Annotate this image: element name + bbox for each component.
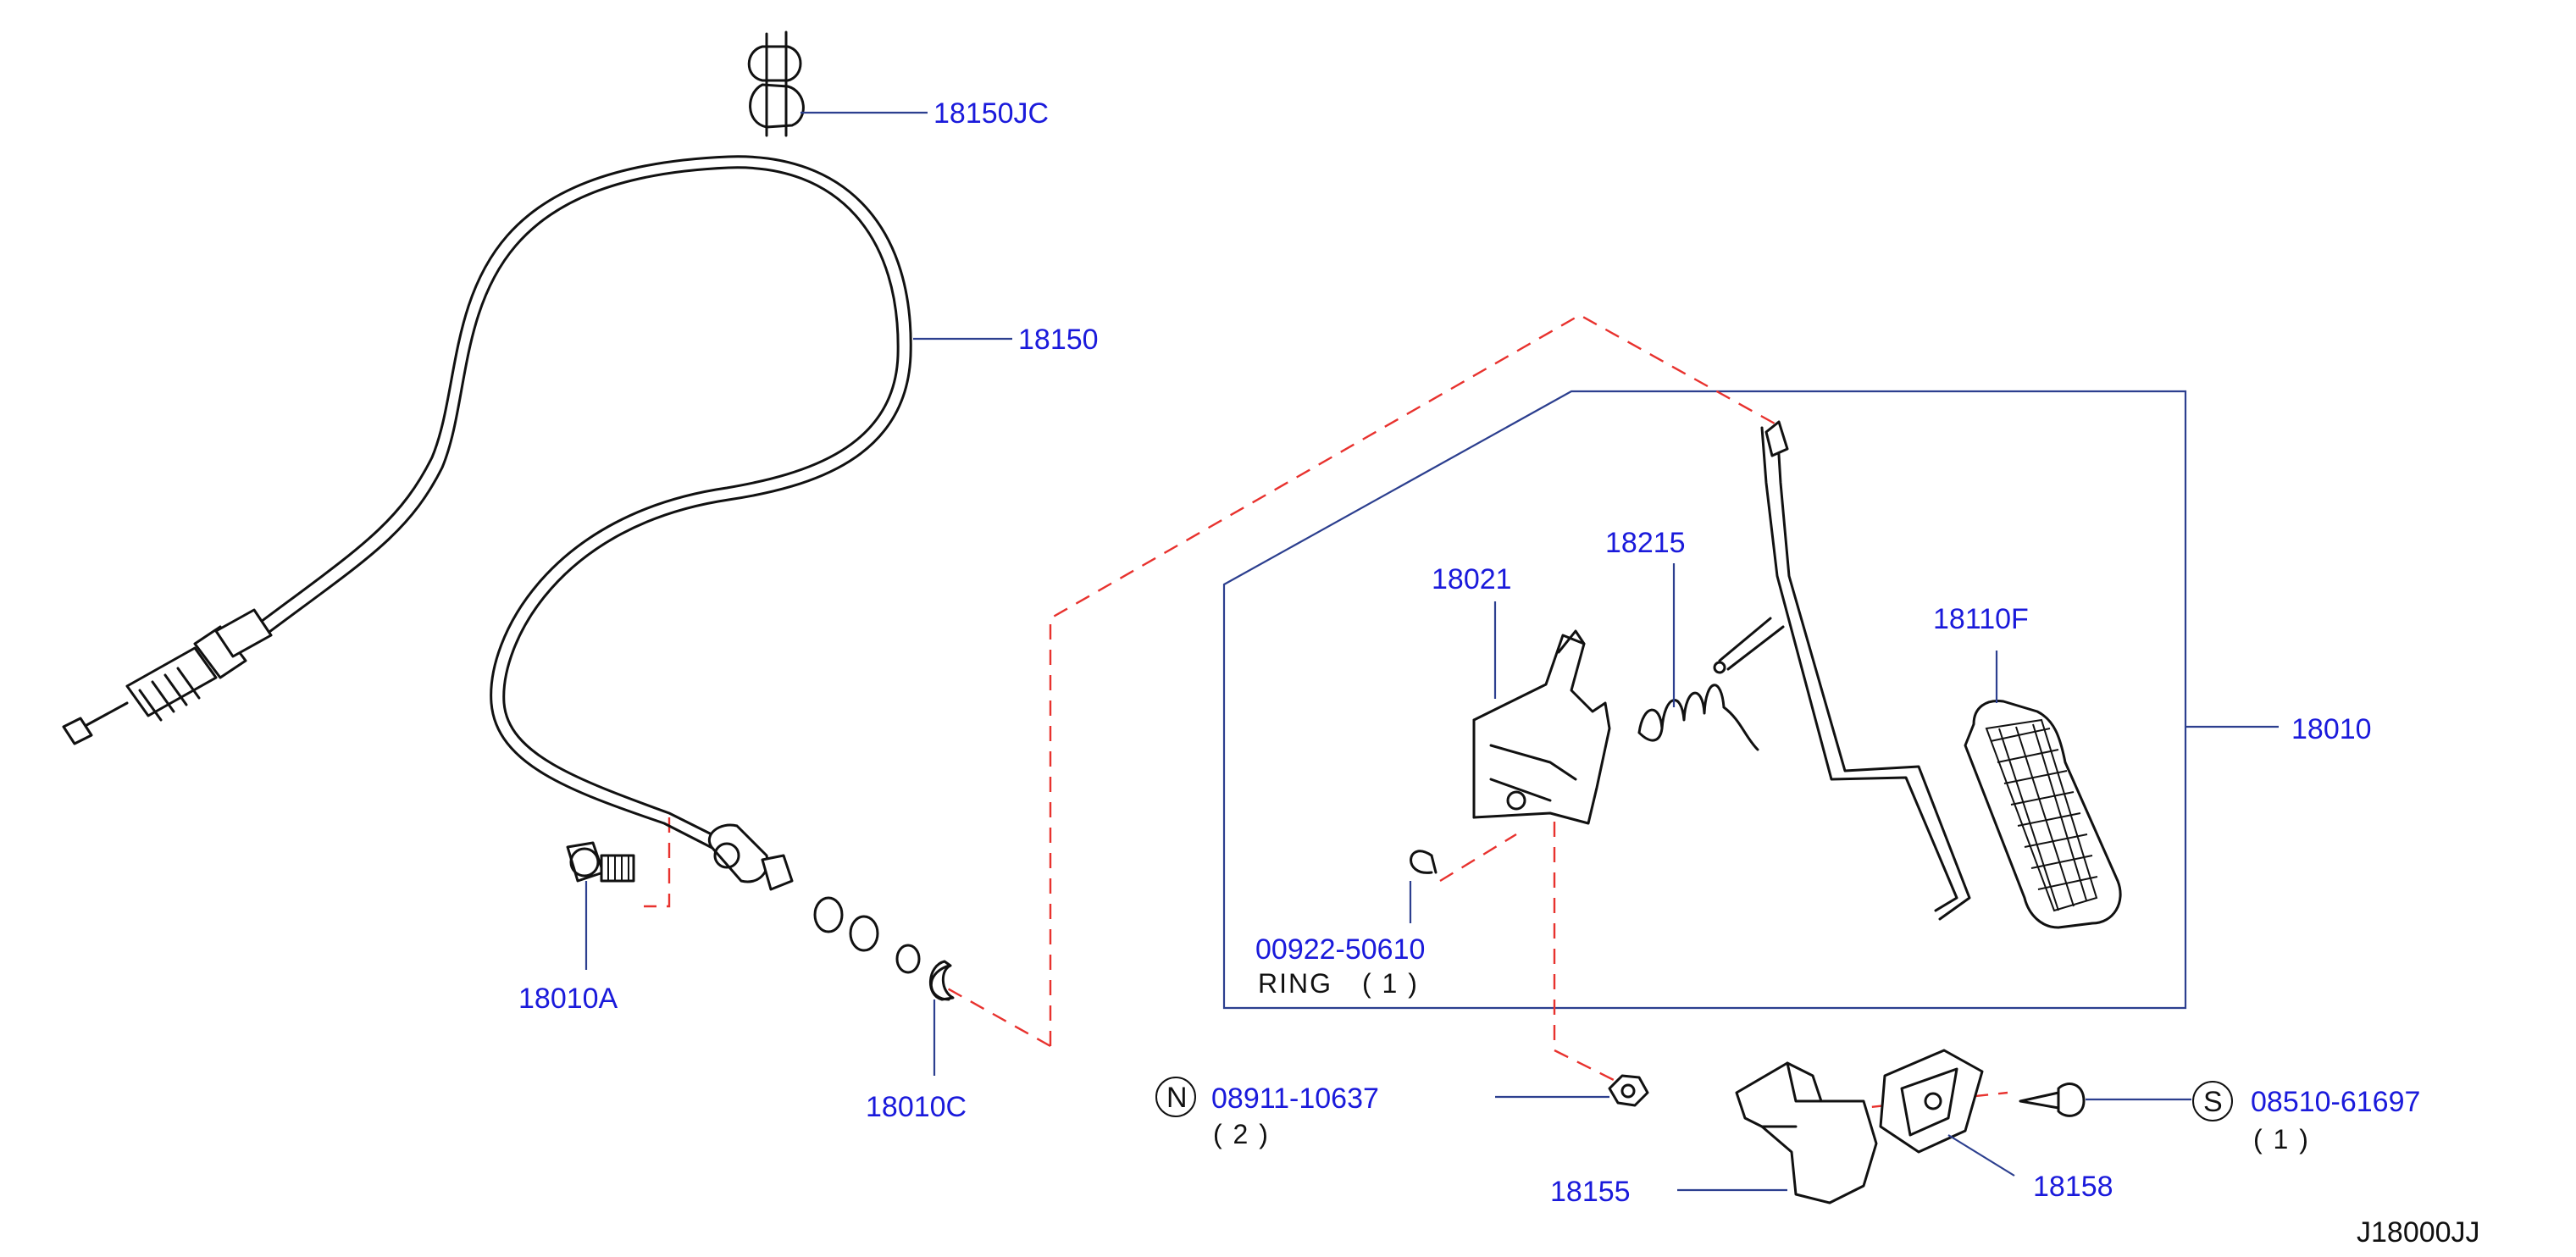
label-18010a: 18010A <box>518 983 618 1015</box>
clip-18010c-drawing <box>929 964 950 1001</box>
label-00922-50610: 00922-50610 <box>1255 933 1425 966</box>
nut-symbol-circle <box>1155 1077 1196 1117</box>
nut-qty: ( 2 ) <box>1213 1119 1270 1149</box>
bushings-drawing <box>813 896 955 1001</box>
screw-symbol-circle <box>2192 1081 2233 1121</box>
label-18010c: 18010C <box>866 1091 967 1123</box>
ring-00922-drawing <box>1410 850 1438 874</box>
nut-08911-drawing <box>1608 1074 1649 1107</box>
leader-lines <box>584 111 2279 1192</box>
bracket-18155-drawing <box>1735 1061 1878 1204</box>
diagram-code: J18000JJ <box>2357 1216 2480 1249</box>
label-18155: 18155 <box>1550 1176 1631 1208</box>
cable-18150-drawing <box>62 155 912 891</box>
label-18215: 18215 <box>1605 527 1686 559</box>
nut-symbol: N <box>1166 1082 1188 1114</box>
ring-qty: ( 1 ) <box>1362 968 1419 999</box>
ring-note: RING <box>1258 968 1332 999</box>
bolt-18010a-drawing <box>566 841 635 883</box>
label-08510-61697: 08510-61697 <box>2251 1086 2420 1118</box>
pedal-pad-drawing <box>1964 699 2122 929</box>
label-18021: 18021 <box>1432 563 1512 595</box>
label-18150jc: 18150JC <box>933 97 1049 130</box>
label-18010: 18010 <box>2291 713 2372 745</box>
pedal-arm-drawing <box>1713 420 1971 921</box>
screw-08510-drawing <box>2019 1083 2086 1117</box>
label-18110f: 18110F <box>1933 603 2029 635</box>
label-18158: 18158 <box>2033 1171 2113 1203</box>
label-08911-10637: 08911-10637 <box>1211 1083 1379 1115</box>
bracket-18021-drawing <box>1472 629 1611 825</box>
part-labels: 18150JC 18150 18010A 18010C 18021 18215 … <box>518 97 2480 1249</box>
stopper-18158-drawing <box>1879 1049 1984 1154</box>
label-18150: 18150 <box>1018 324 1099 356</box>
clip-18150jc-drawing <box>747 30 805 137</box>
assembly-outline <box>1222 390 2187 1010</box>
spring-18215-drawing <box>1637 684 1759 751</box>
screw-qty: ( 1 ) <box>2253 1124 2310 1155</box>
screw-symbol: S <box>2203 1086 2223 1118</box>
